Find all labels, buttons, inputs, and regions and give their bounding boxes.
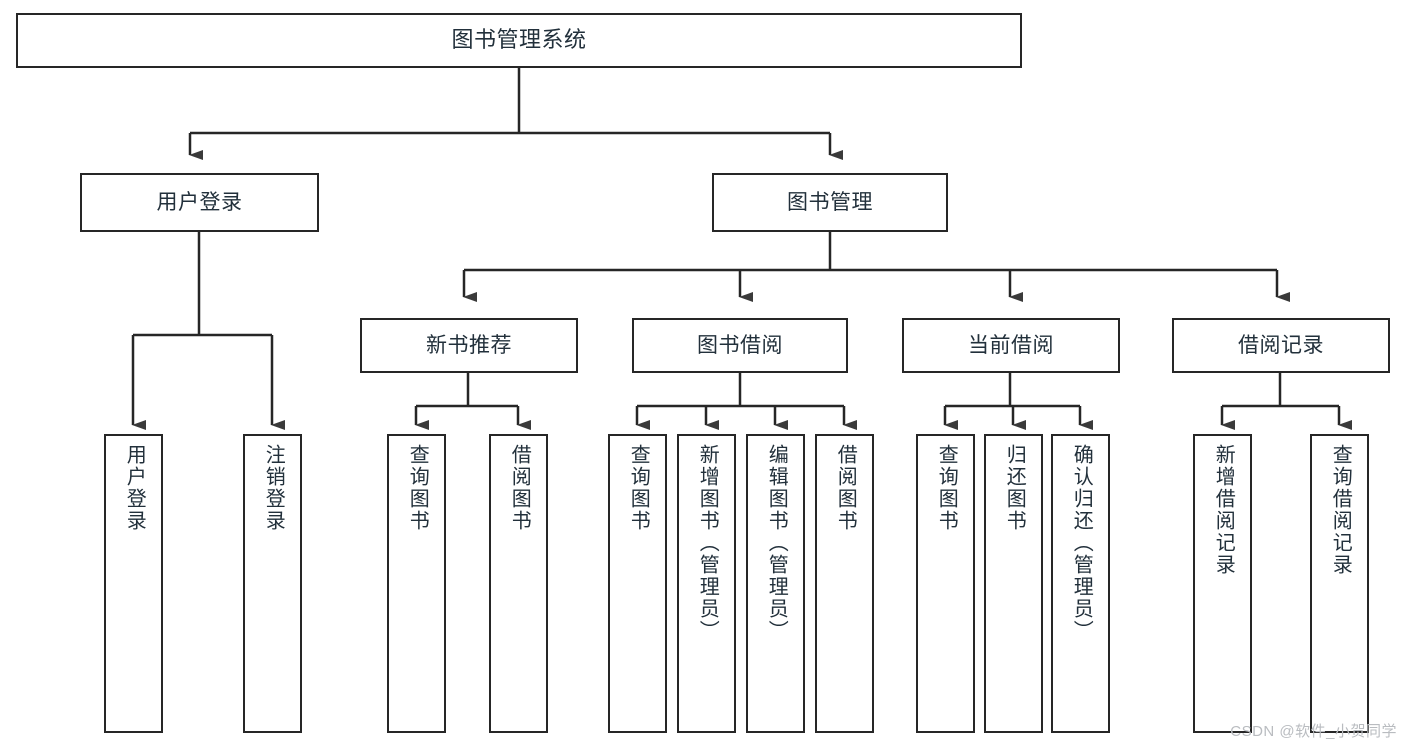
leaf-borrow-book-recommend[interactable]: 借阅图书: [489, 434, 548, 733]
node-label: 查询借阅记录: [1329, 444, 1352, 576]
leaf-query-book-borrow[interactable]: 查询图书: [608, 434, 667, 733]
node-label: 借阅图书: [508, 444, 531, 532]
node-label: 新增借阅记录: [1212, 444, 1235, 576]
leaf-user-login[interactable]: 用户登录: [104, 434, 163, 733]
watermark: CSDN @软件_小贺同学: [1230, 723, 1397, 740]
node-label: 用户登录: [156, 190, 243, 214]
leaf-confirm-return-admin[interactable]: 确认归还（管理员）: [1051, 434, 1110, 733]
node-label: 查询图书: [627, 444, 650, 532]
node-borrow-record[interactable]: 借阅记录: [1172, 318, 1390, 373]
node-label: 用户登录: [123, 444, 146, 532]
node-user-login[interactable]: 用户登录: [80, 173, 319, 232]
leaf-query-book-current[interactable]: 查询图书: [916, 434, 975, 733]
node-label: 图书管理系统: [451, 27, 587, 53]
node-label: 确认归还（管理员）: [1070, 444, 1093, 642]
node-label: 新书推荐: [426, 333, 512, 357]
node-book-management[interactable]: 图书管理: [712, 173, 948, 232]
node-label: 当前借阅: [968, 333, 1054, 357]
node-label: 查询图书: [935, 444, 958, 532]
leaf-borrow-book[interactable]: 借阅图书: [815, 434, 874, 733]
node-label: 归还图书: [1003, 444, 1026, 532]
node-label: 查询图书: [406, 444, 429, 532]
node-label: 注销登录: [262, 444, 285, 532]
node-label: 图书借阅: [697, 333, 783, 357]
leaf-query-borrow-record[interactable]: 查询借阅记录: [1310, 434, 1369, 733]
node-label: 借阅记录: [1238, 333, 1324, 357]
leaf-edit-book-admin[interactable]: 编辑图书（管理员）: [746, 434, 805, 733]
node-root-system[interactable]: 图书管理系统: [16, 13, 1022, 68]
node-label: 借阅图书: [834, 444, 857, 532]
node-current-borrow[interactable]: 当前借阅: [902, 318, 1120, 373]
node-label: 图书管理: [787, 190, 873, 214]
node-book-borrow[interactable]: 图书借阅: [632, 318, 848, 373]
leaf-add-borrow-record[interactable]: 新增借阅记录: [1193, 434, 1252, 733]
leaf-user-logout[interactable]: 注销登录: [243, 434, 302, 733]
leaf-add-book-admin[interactable]: 新增图书（管理员）: [677, 434, 736, 733]
node-label: 编辑图书（管理员）: [765, 444, 788, 642]
node-new-book-recommend[interactable]: 新书推荐: [360, 318, 578, 373]
node-label: 新增图书（管理员）: [696, 444, 719, 642]
leaf-return-book[interactable]: 归还图书: [984, 434, 1043, 733]
leaf-query-book-recommend[interactable]: 查询图书: [387, 434, 446, 733]
